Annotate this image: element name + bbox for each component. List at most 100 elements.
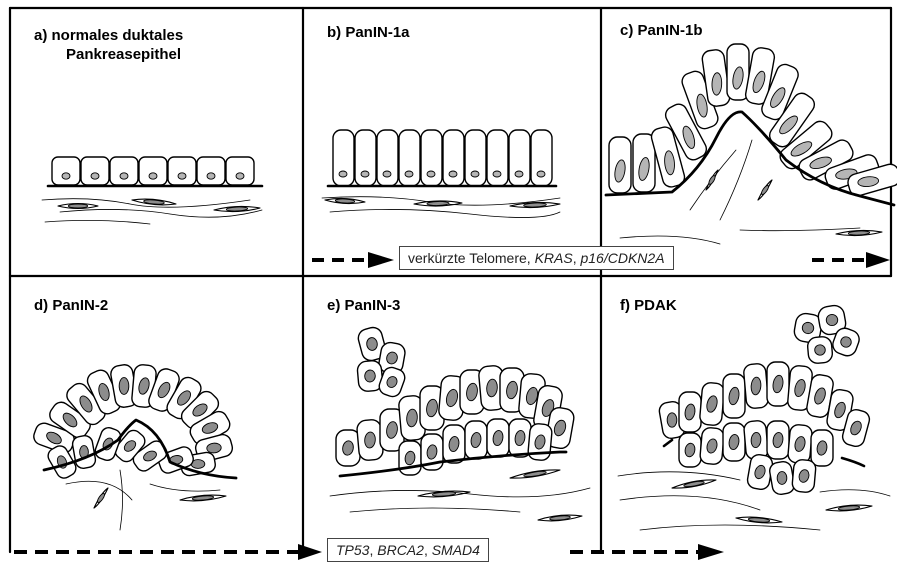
epithelial-cell-group bbox=[768, 460, 795, 495]
arrow-head bbox=[298, 544, 322, 560]
epithelial-cell bbox=[81, 157, 109, 185]
nucleus bbox=[207, 173, 215, 179]
nucleus bbox=[826, 314, 837, 325]
stroma-fiber bbox=[150, 484, 220, 491]
epithelial-cell-group bbox=[443, 425, 465, 463]
epithelial-cell-group bbox=[699, 382, 725, 426]
panel-f-illustration bbox=[618, 304, 890, 530]
stroma-fiber bbox=[618, 472, 740, 480]
late-mutations-label: TP53, BRCA2, SMAD4 bbox=[327, 538, 489, 562]
late-mutations-smad4: SMAD4 bbox=[432, 542, 480, 558]
nucleus bbox=[405, 171, 413, 177]
panel-a-title: a) normales duktales Pankreasepithel bbox=[34, 27, 183, 63]
epithelial-cell-group bbox=[527, 423, 552, 461]
epithelial-cell-group bbox=[787, 424, 812, 464]
epithelial-cell-group bbox=[767, 421, 789, 459]
epithelial-cell bbox=[333, 130, 354, 186]
panel-a-title-line2: Pankreasepithel bbox=[34, 46, 183, 63]
epithelial-cell bbox=[52, 157, 80, 185]
epithelial-cell bbox=[197, 157, 225, 185]
panel-f-title: f) PDAK bbox=[620, 297, 677, 314]
epithelial-cell-group bbox=[743, 420, 768, 460]
epithelial-cell bbox=[509, 130, 530, 186]
nucleus bbox=[91, 173, 99, 179]
epithelial-cell bbox=[226, 157, 254, 185]
panel-b-illustration bbox=[322, 130, 560, 218]
epithelial-cell bbox=[168, 157, 196, 185]
nucleus bbox=[339, 171, 347, 177]
early-mutations-p16: p16/CDKN2A bbox=[580, 250, 664, 266]
epithelial-cell-group bbox=[399, 441, 421, 475]
panel-e-illustration bbox=[330, 325, 590, 520]
epithelial-cell bbox=[110, 157, 138, 185]
nucleus bbox=[760, 184, 769, 195]
epithelial-cell-group bbox=[699, 427, 724, 465]
late-mutations-tp53: TP53 bbox=[336, 542, 369, 558]
epithelial-cell-group bbox=[723, 423, 745, 461]
early-mutations-label: verkürzte Telomere, KRAS, p16/CDKN2A bbox=[399, 246, 674, 270]
stroma-fiber bbox=[45, 220, 150, 224]
nucleus bbox=[383, 171, 391, 177]
arrow-head bbox=[368, 252, 394, 268]
epithelial-cell-group bbox=[609, 137, 631, 193]
epithelial-cell-group bbox=[723, 374, 745, 418]
epithelial-cell-group bbox=[336, 430, 360, 466]
arrow-head bbox=[698, 544, 724, 560]
epithelial-cell bbox=[421, 130, 442, 186]
stroma-fiber bbox=[620, 496, 760, 510]
stroma-fiber bbox=[740, 228, 860, 231]
nucleus bbox=[449, 171, 457, 177]
nucleus bbox=[493, 171, 501, 177]
epithelial-cell bbox=[139, 157, 167, 185]
nucleus bbox=[537, 171, 545, 177]
nucleus bbox=[178, 173, 186, 179]
epithelial-cell bbox=[465, 130, 486, 186]
stroma-fiber bbox=[120, 470, 123, 530]
nucleus bbox=[708, 175, 717, 186]
nucleus bbox=[471, 171, 479, 177]
epithelial-cell bbox=[443, 130, 464, 186]
epithelial-cell-group bbox=[767, 362, 789, 406]
epithelial-cell-group bbox=[465, 421, 487, 459]
basement-fragment bbox=[664, 440, 672, 446]
basement-fragment bbox=[842, 458, 864, 466]
arrow-head bbox=[866, 252, 890, 268]
epithelial-cell bbox=[487, 130, 508, 186]
panel-d-title: d) PanIN-2 bbox=[34, 297, 108, 314]
panel-b-title: b) PanIN-1a bbox=[327, 24, 410, 41]
nucleus bbox=[119, 378, 129, 395]
panel-e-title: e) PanIN-3 bbox=[327, 297, 400, 314]
epithelial-cell-group bbox=[679, 433, 701, 467]
late-mutations-brca2: BRCA2 bbox=[377, 542, 424, 558]
stroma-fiber bbox=[640, 525, 820, 530]
epithelial-cell-group bbox=[679, 392, 701, 432]
epithelial-cell-group bbox=[487, 419, 509, 457]
nucleus bbox=[236, 173, 244, 179]
panel-a-title-line1: a) normales duktales bbox=[34, 27, 183, 44]
epithelial-cell-group bbox=[807, 336, 833, 364]
stroma-fiber bbox=[350, 508, 520, 512]
nucleus bbox=[667, 413, 677, 427]
nucleus bbox=[68, 204, 87, 208]
early-mutations-text-1: verkürzte Telomere, bbox=[408, 250, 535, 266]
epithelial-cell bbox=[355, 130, 376, 186]
nucleus bbox=[515, 171, 523, 177]
nucleus bbox=[777, 472, 787, 485]
stroma-fiber bbox=[820, 490, 890, 496]
nucleus bbox=[361, 171, 369, 177]
nucleus bbox=[62, 173, 70, 179]
stroma-fiber bbox=[720, 140, 752, 220]
nucleus bbox=[149, 173, 157, 179]
nucleus bbox=[427, 201, 449, 205]
stroma-fiber bbox=[330, 209, 560, 217]
nucleus bbox=[96, 492, 105, 503]
epithelial-cell bbox=[377, 130, 398, 186]
panel-d-illustration bbox=[31, 363, 236, 530]
stroma-fiber bbox=[330, 488, 590, 497]
panel-c-illustration bbox=[606, 44, 897, 244]
epithelial-cell bbox=[399, 130, 420, 186]
late-mutations-sep2: , bbox=[424, 542, 432, 558]
panel-a-illustration bbox=[42, 157, 262, 224]
